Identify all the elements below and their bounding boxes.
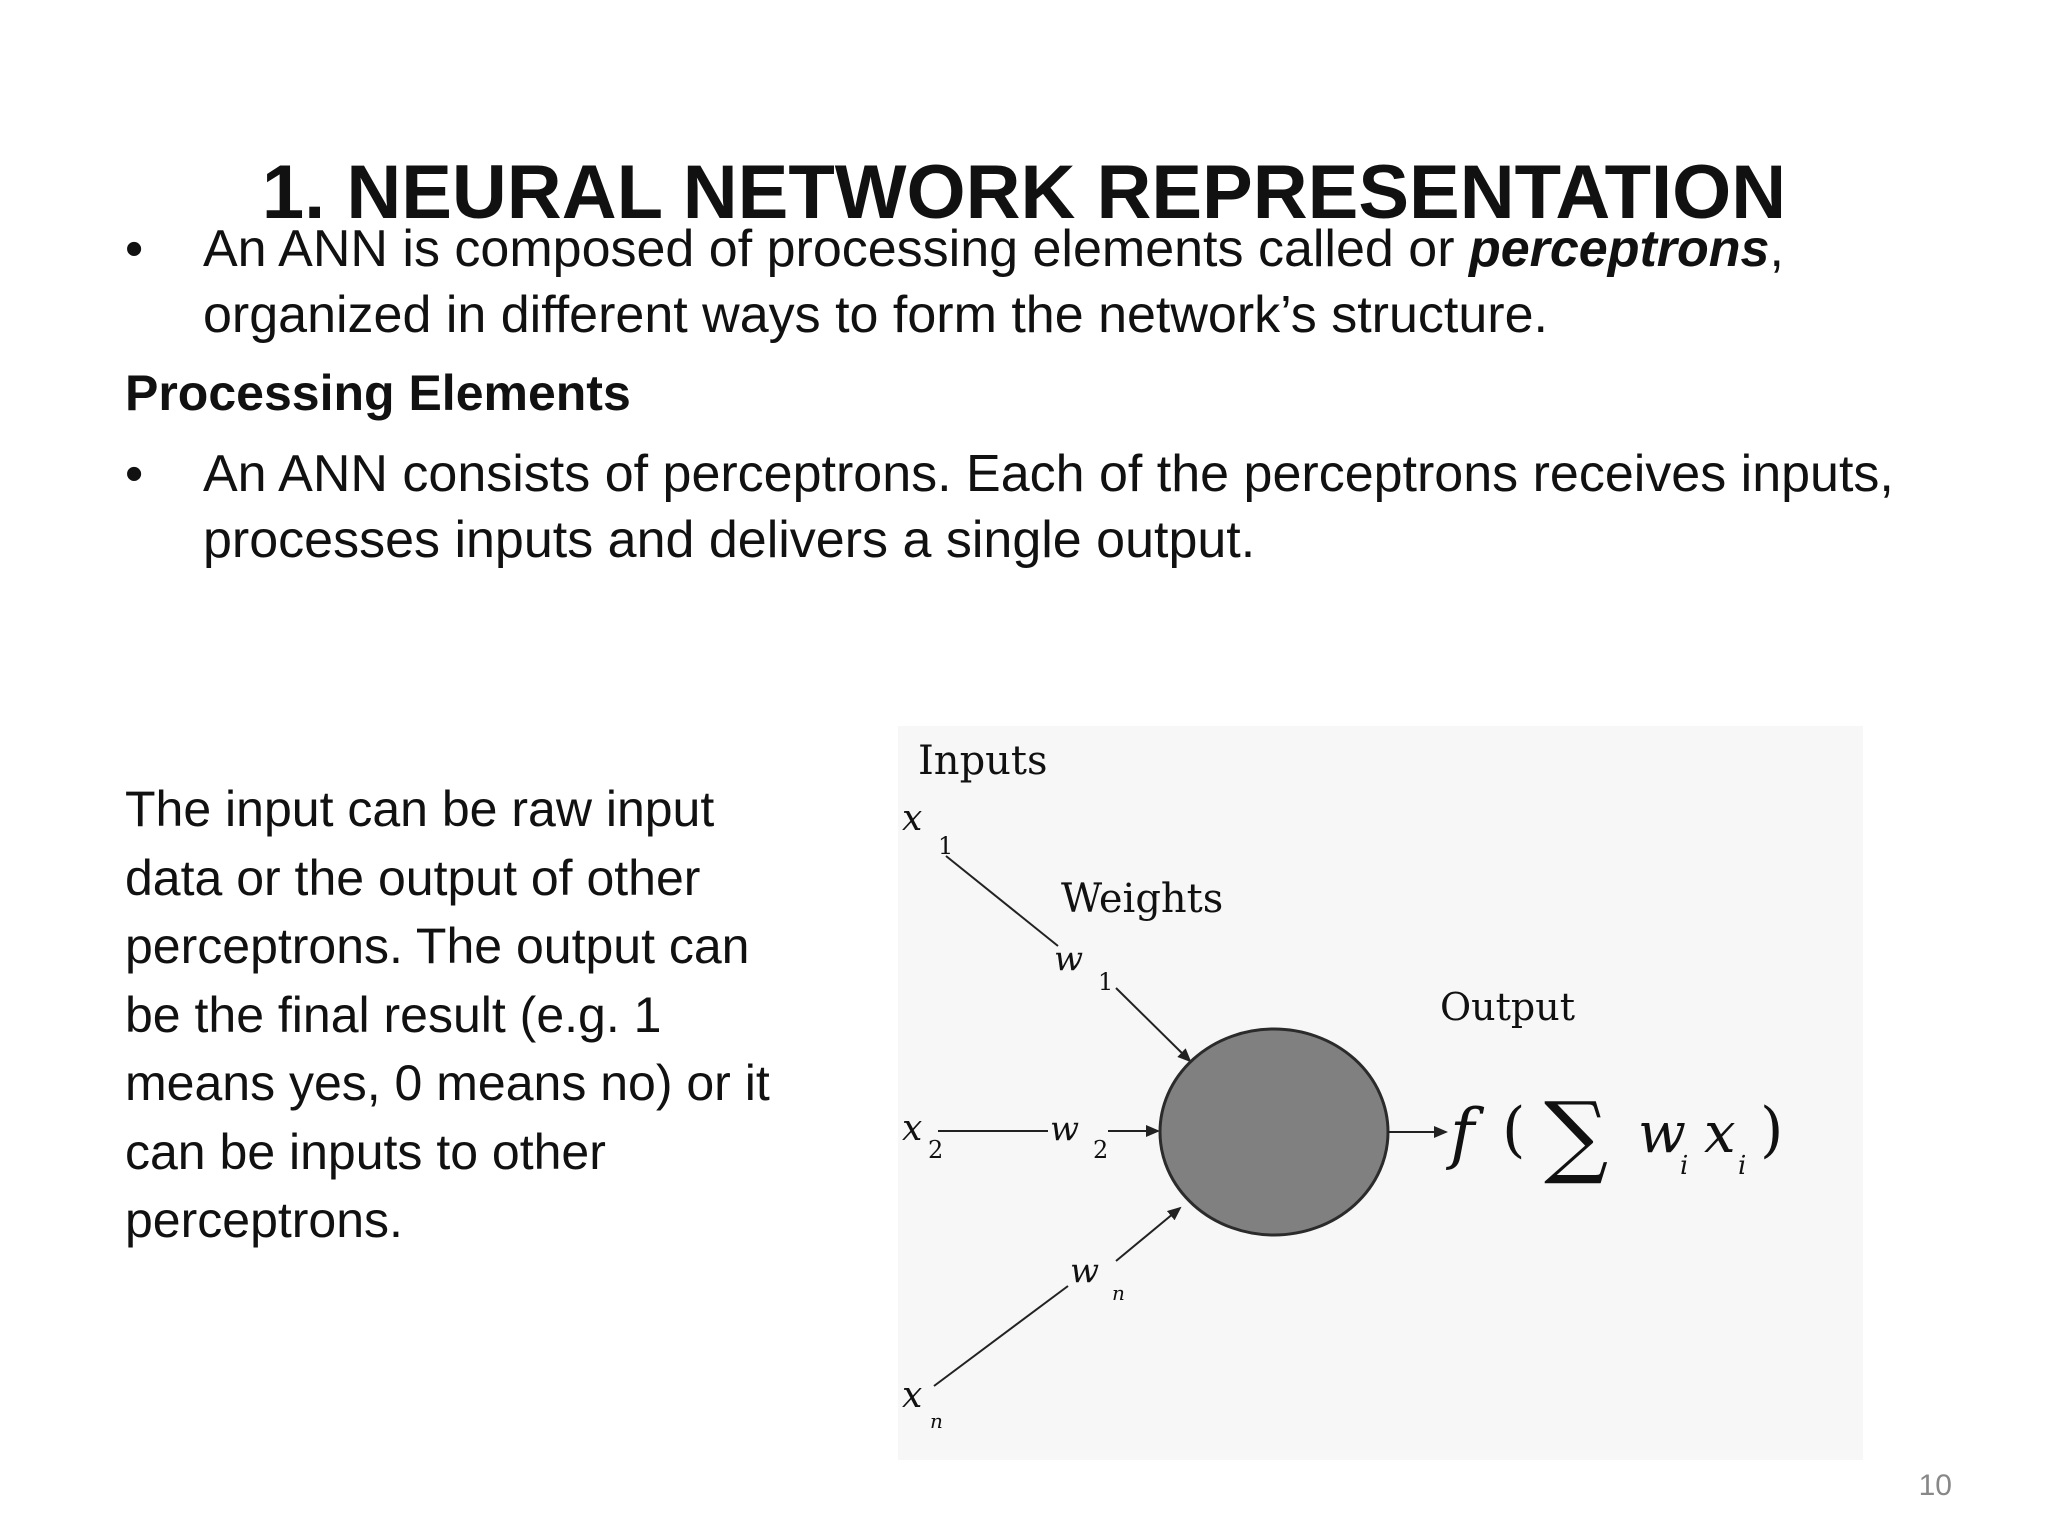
inputs-label: Inputs <box>918 738 1048 784</box>
weights-label: Weights <box>1061 876 1223 922</box>
bullet-marker: • <box>125 220 144 278</box>
weight-w2-var: w <box>1050 1109 1079 1149</box>
input-x2-sub: 2 <box>928 1136 943 1164</box>
formula-x: x <box>1704 1101 1736 1166</box>
perceptron-diagram: Inputs Weights Output x 1 x 2 x n w 1 w … <box>898 726 1863 1460</box>
bullet-marker: • <box>125 445 144 503</box>
bullet-ann-composition: • An ANN is composed of processing eleme… <box>125 216 1885 356</box>
weight-w1-var: w <box>1054 939 1083 979</box>
bullet-text-after: , organized in different ways to form th… <box>203 220 1784 344</box>
formula-close-paren: ) <box>1760 1095 1783 1165</box>
input-x2-var: x <box>902 1108 922 1149</box>
weight-wn-sub: n <box>1112 1281 1125 1305</box>
perceptrons-emphasis: perceptrons <box>1468 220 1770 278</box>
perceptron-diagram-svg: Inputs Weights Output x 1 x 2 x n w 1 w … <box>902 738 1783 1433</box>
input-x1-sub: 1 <box>938 832 953 860</box>
formula-function: f <box>1445 1095 1485 1172</box>
weight-w1-sub: 1 <box>1098 968 1113 996</box>
page-number: 10 <box>1918 1469 1952 1502</box>
input-xn-var: x <box>902 1375 922 1416</box>
slide-title: 1. NEURAL NETWORK REPRESENTATION <box>261 150 1787 235</box>
weight-wn-var: w <box>1070 1251 1099 1291</box>
section-heading-processing-elements: Processing Elements <box>125 365 631 421</box>
output-label: Output <box>1440 985 1575 1029</box>
edge-wn-to-neuron <box>1115 1206 1182 1262</box>
weight-w2-sub: 2 <box>1093 1136 1108 1164</box>
bullet-text-before: An ANN is composed of processing element… <box>203 220 1469 278</box>
formula-w: w <box>1638 1101 1686 1166</box>
input-output-description: The input can be raw input data or the o… <box>125 781 770 1248</box>
formula-sum-symbol: ∑ <box>1544 1083 1608 1188</box>
input-x1-var: x <box>902 798 922 839</box>
bullet-text: An ANN consists of perceptrons. Each of … <box>203 445 1894 569</box>
bullet-text: An ANN is composed of processing element… <box>203 216 1903 348</box>
input-xn-sub: n <box>930 1409 943 1433</box>
bullet-ann-consists: • An ANN consists of perceptrons. Each o… <box>125 441 1894 581</box>
formula-x-sub: i <box>1738 1151 1746 1181</box>
formula-open-paren: ( <box>1502 1095 1525 1165</box>
neuron-circle <box>1158 1027 1390 1237</box>
edge-xn-to-weight <box>933 1285 1069 1387</box>
edge-w1-to-neuron <box>1115 987 1192 1063</box>
edge-x1-to-weight <box>945 855 1059 947</box>
formula-w-sub: i <box>1680 1151 1688 1181</box>
